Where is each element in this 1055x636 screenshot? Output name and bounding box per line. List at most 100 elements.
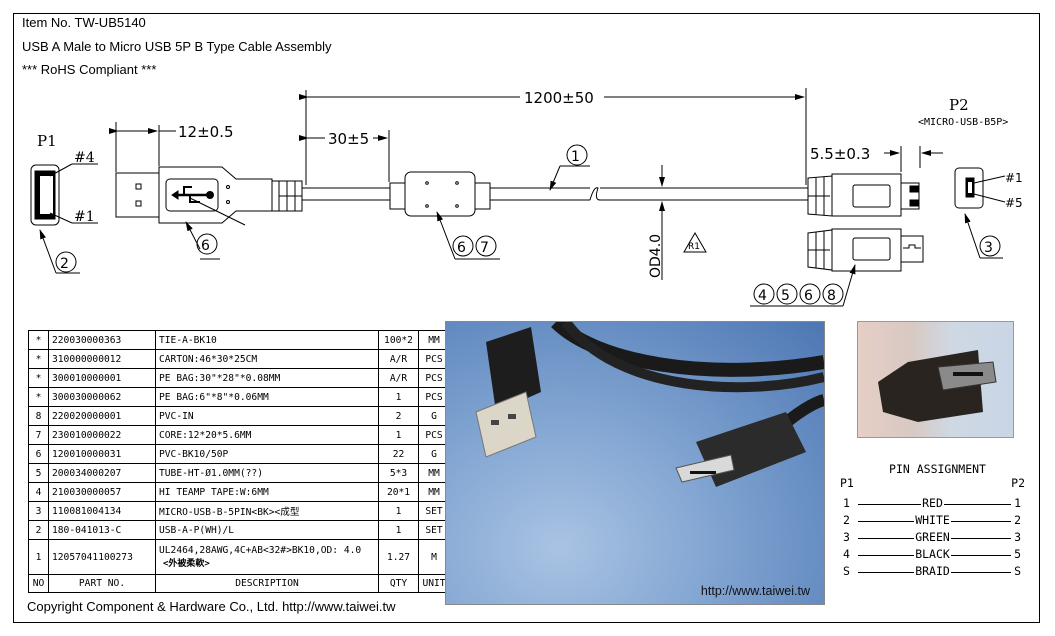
pin-p2: 3	[1014, 530, 1021, 544]
bom-cell-no: 8	[28, 406, 49, 426]
bom-cell-part-no: 230010000022	[48, 425, 156, 445]
bom-cell-description: UL2464,28AWG,4C+AB<32#>BK10,OD: 4.0<外被柔軟…	[155, 539, 379, 575]
bom-cell-qty: 1	[378, 520, 419, 540]
p2-pin1-label: #1	[1005, 171, 1023, 185]
bom-cell-description: HI TEAMP TAPE:W:6MM	[155, 482, 379, 502]
bom-cell-description: PE BAG:30"*28"*0.08MM	[155, 368, 379, 388]
dim-core-offset: 30±5	[328, 130, 369, 148]
callout-1: 1	[571, 149, 580, 165]
bom-cell-qty: A/R	[378, 368, 419, 388]
callout-4: 4	[758, 288, 767, 304]
bom-cell-qty: 2	[378, 406, 419, 426]
cable-photo-art	[475, 322, 824, 487]
pin-p2: 2	[1014, 513, 1021, 527]
pin-assignment-title: PIN ASSIGNMENT	[889, 462, 986, 476]
pin-p2-header: P2	[1011, 476, 1025, 490]
plug-callout-leader	[189, 197, 246, 226]
pin-p1: 2	[843, 513, 850, 527]
p2-sublabel: <MICRO-USB-B5P>	[918, 117, 1008, 128]
bom-cell-no: 3	[28, 501, 49, 521]
micro-usb-plug-side	[807, 173, 920, 217]
bom-cell-part-no: 120010000031	[48, 444, 156, 464]
wire-color: GREEN	[914, 530, 951, 544]
bom-cell-description: TIE-A-BK10	[155, 330, 379, 350]
wire-color: RED	[921, 496, 944, 510]
bom-cell-part-no: 110081004134	[48, 501, 156, 521]
wire-color: BLACK	[914, 547, 951, 561]
bom-cell-no: *	[28, 349, 49, 369]
bom-cell-qty: A/R	[378, 349, 419, 369]
bom-cell-part-no: 200034000207	[48, 463, 156, 483]
callout-2: 2	[60, 256, 69, 272]
dim-plug-length: 12±0.5	[178, 123, 234, 141]
bom-cell-description: CORE:12*20*5.6MM	[155, 425, 379, 445]
bom-cell-qty: 1	[378, 501, 419, 521]
bom-cell-part-no: 180-041013-C	[48, 520, 156, 540]
bom-cell-no: *	[28, 330, 49, 350]
dim-micro-length: 5.5±0.3	[810, 145, 870, 163]
bom-cell-no: 4	[28, 482, 49, 502]
callout-6-micro: 6	[804, 288, 813, 304]
p1-label: P1	[37, 132, 57, 150]
callout-3: 3	[984, 240, 993, 256]
bom-cell-qty: 1	[378, 387, 419, 407]
pin-p1: 3	[843, 530, 850, 544]
p1-connector-face: P1 #4 #1 2	[30, 132, 98, 274]
bom-cell-description: CARTON:46*30*25CM	[155, 349, 379, 369]
product-title: USB A Male to Micro USB 5P B Type Cable …	[22, 39, 332, 54]
bom-cell-no: 2	[28, 520, 49, 540]
pin-p1-header: P1	[840, 476, 854, 490]
revision-mark: R1	[688, 242, 700, 252]
bom-cell-qty: 100*2	[378, 330, 419, 350]
bom-cell-part-no: 300030000062	[48, 387, 156, 407]
pin-p1: 1	[843, 496, 850, 510]
usb-logo-icon	[171, 186, 214, 203]
pin-p2: 5	[1014, 547, 1021, 561]
wire-color: BRAID	[914, 564, 951, 578]
bom-cell-no: 6	[28, 444, 49, 464]
bom-cell-qty: 5*3	[378, 463, 419, 483]
wire-color: WHITE	[914, 513, 951, 527]
copyright-footer: Copyright Component & Hardware Co., Ltd.…	[27, 599, 396, 614]
bom-cell-qty: 1.27	[378, 539, 419, 575]
bom-cell-description: PVC-IN	[155, 406, 379, 426]
bom-cell-part-no: 220030000363	[48, 330, 156, 350]
pin-row: 1 RED 1	[840, 496, 1025, 513]
bom-column-header: NO	[28, 574, 49, 593]
bom-cell-no: *	[28, 368, 49, 388]
p1-pin4-label: #4	[74, 150, 95, 166]
bom-cell-part-no: 300010000001	[48, 368, 156, 388]
bom-cell-part-no: 12057041100273	[48, 539, 156, 575]
pin-row: 2 WHITE 2	[840, 513, 1025, 530]
photo-watermark: http://www.taiwei.tw	[700, 584, 810, 598]
pin-assignment: PIN ASSIGNMENT P1 P2 1 RED 1 2 WHITE 2 3 GREEN 3…	[840, 462, 1025, 581]
bom-cell-no: *	[28, 387, 49, 407]
pin-p2: 1	[1014, 496, 1021, 510]
bom-cell-description: PVC-BK10/50P	[155, 444, 379, 464]
bom-cell-description: TUBE-HT-Ø1.0MM(??)	[155, 463, 379, 483]
usb-a-plug: 6	[115, 166, 303, 260]
p2-connector-face: P2 <MICRO-USB-B5P> #1 #5 3	[918, 96, 1023, 259]
bom-cell-no: 1	[28, 539, 49, 575]
bom-cell-qty: 20*1	[378, 482, 419, 502]
pin-p2: S	[1014, 564, 1021, 578]
callout-6-core: 6	[457, 240, 466, 256]
micro-plug-closeup-photo	[857, 321, 1014, 438]
bom-cell-no: 7	[28, 425, 49, 445]
item-number: Item No. TW-UB5140	[22, 15, 146, 30]
cable-drawing: P1 #4 #1 2 6	[30, 88, 1023, 307]
bom-cell-part-no: 220020000001	[48, 406, 156, 426]
bom-cell-description-sub: <外被柔軟>	[163, 559, 210, 569]
bom-cell-part-no: 310000000012	[48, 349, 156, 369]
